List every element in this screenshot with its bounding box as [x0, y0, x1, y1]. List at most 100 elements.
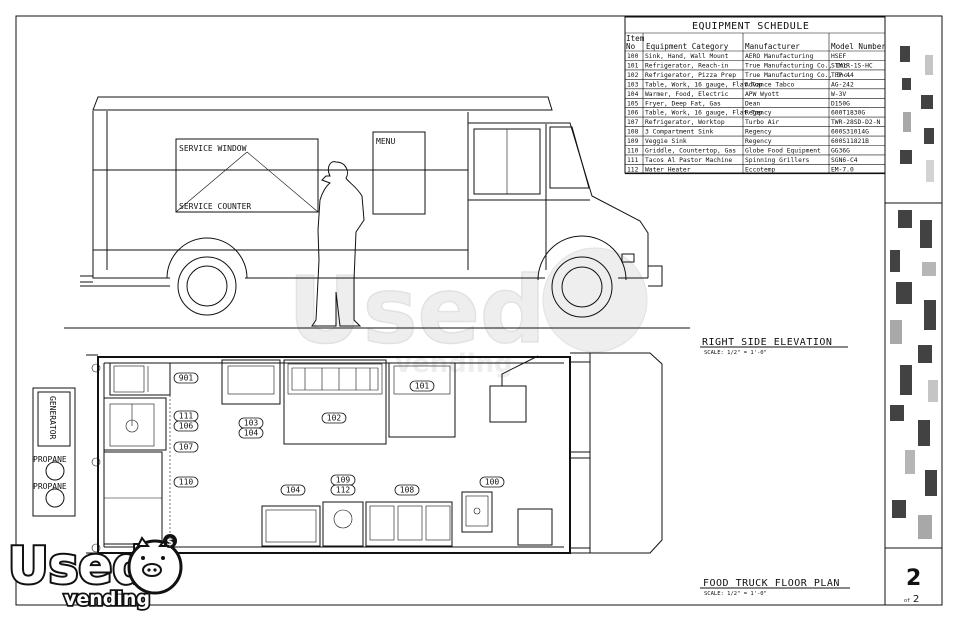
schedule-manufacturer: Regency	[745, 110, 772, 117]
used-vending-logo: Used vending $	[6, 534, 183, 612]
equipment-tag: 110	[179, 478, 194, 487]
propane-label-1: PROPANE	[33, 455, 67, 464]
schedule-item: 109	[627, 138, 639, 145]
propane-label-2: PROPANE	[33, 482, 67, 491]
header-model: Model Number	[831, 42, 886, 51]
schedule-manufacturer: Dean	[745, 100, 760, 107]
title-block: 2 of 2	[884, 16, 942, 605]
right-side-elevation: SERVICE WINDOW SERVICE COUNTER MENU RIGH…	[64, 96, 848, 356]
schedule-item: 106	[627, 110, 639, 117]
schedule-rows: 100 Sink, Hand, Wall Mount AERO Manufactur…	[625, 53, 885, 175]
schedule-manufacturer: True Manufacturing Co., Inc.	[745, 63, 851, 70]
schedule-category: Tacos Al Pastor Machine	[645, 157, 732, 164]
schedule-manufacturer: Globe Food Equipment	[745, 148, 821, 155]
schedule-model: 600S11821B	[831, 138, 869, 145]
schedule-category: Veggie Sink	[645, 138, 687, 145]
svg-text:$: $	[167, 537, 174, 548]
schedule-item: 110	[627, 148, 639, 155]
pig-icon: $	[127, 534, 183, 595]
corner-symbol-icon	[91, 363, 101, 373]
sheet-border	[15, 15, 943, 606]
floor-plan-title: FOOD TRUCK FLOOR PLAN	[703, 578, 840, 589]
schedule-model: HSEF	[831, 53, 846, 60]
schedule-item: 105	[627, 100, 639, 107]
equipment-schedule: EQUIPMENT SCHEDULE Item No Equipment Cat…	[624, 16, 886, 175]
watermark-pig-icon	[542, 247, 648, 353]
schedule-item: 101	[627, 63, 639, 70]
equipment-tag: 100	[485, 478, 500, 487]
equipment-tag: 106	[179, 422, 194, 431]
header-manufacturer: Manufacturer	[745, 42, 800, 51]
schedule-model: TWR-28SD-D2-N	[831, 119, 880, 126]
schedule-model: 600T1830G	[831, 110, 865, 117]
corner-symbol-icon	[91, 457, 101, 467]
schedule-category: Table, Work, 16 gauge, Flat Top	[645, 81, 763, 88]
equipment-tag: 109	[336, 476, 351, 485]
equipment-tag: 104	[286, 486, 301, 495]
schedule-manufacturer: AERO Manufacturing	[745, 53, 813, 60]
schedule-item: 103	[627, 81, 639, 88]
equipment-tag: 107	[179, 443, 194, 452]
equipment-tag: 901	[179, 374, 194, 383]
generator-label: GENERATOR	[48, 396, 57, 440]
equipment-tag-bubble	[479, 476, 505, 488]
schedule-item: 112	[627, 166, 639, 173]
logo-sub: vending	[64, 588, 150, 610]
sheet-of-label: of	[904, 598, 910, 604]
schedule-manufacturer: Advance Tabco	[745, 81, 794, 88]
equipment-tag: 111	[179, 412, 194, 421]
schedule-model: TPP-44	[831, 72, 854, 79]
person-figure	[311, 161, 365, 327]
equipment-tag-bubble	[330, 484, 356, 496]
propane-tank-2	[45, 488, 65, 508]
schedule-category: Fryer, Deep Fat, Gas	[645, 100, 721, 107]
food-truck-floor-plan: GENERATOR PROPANE PROPANE	[32, 352, 850, 597]
equipment-tag-bubble	[321, 412, 347, 424]
propane-tank-1	[45, 461, 65, 481]
schedule-category: Refrigerator, Pizza Prep	[645, 72, 736, 79]
schedule-title: EQUIPMENT SCHEDULE	[692, 21, 809, 32]
equipment-tag-bubble	[238, 427, 264, 439]
schedule-item: 111	[627, 157, 639, 164]
schedule-manufacturer: APW Wyott	[745, 91, 779, 98]
equipment-tag-bubble	[173, 420, 199, 432]
schedule-item: 102	[627, 72, 639, 79]
header-category: Equipment Category	[646, 42, 729, 51]
schedule-category: Warmer, Food, Electric	[645, 91, 729, 98]
elevation-scale: SCALE: 1/2" = 1'-0"	[704, 350, 767, 356]
schedule-manufacturer: Eccotemp	[745, 166, 776, 173]
watermark-sub: vending	[395, 349, 513, 379]
schedule-item: 108	[627, 129, 639, 136]
service-window-label: SERVICE WINDOW	[179, 144, 247, 153]
schedule-manufacturer: Regency	[745, 138, 772, 145]
schedule-model: EM-7.0	[831, 166, 854, 173]
schedule-item: 104	[627, 91, 639, 98]
schedule-model: D150G	[831, 100, 850, 107]
equipment-tag: 108	[400, 486, 415, 495]
equipment-tag: 103	[244, 419, 259, 428]
schedule-manufacturer: Turbo Air	[745, 119, 779, 126]
equipment-tag-bubble	[394, 484, 420, 496]
service-counter-label: SERVICE COUNTER	[179, 202, 251, 211]
equipment-tag-bubble	[173, 441, 199, 453]
corner-symbol-icon	[91, 543, 101, 553]
schedule-manufacturer: Spinning Grillers	[745, 157, 810, 164]
schedule-category: Table, Work, 16 gauge, Flat Top	[645, 110, 763, 117]
menu-label: MENU	[376, 137, 395, 146]
schedule-item: 107	[627, 119, 639, 126]
sheet-number: 2	[906, 566, 921, 591]
schedule-category: Sink, Hand, Wall Mount	[645, 53, 729, 60]
sheet-total: 2	[913, 594, 919, 605]
schedule-item: 100	[627, 53, 639, 60]
elevation-title: RIGHT SIDE ELEVATION	[702, 337, 832, 348]
equipment-tag-bubble	[409, 380, 435, 392]
equipment-tag: 101	[415, 382, 430, 391]
equipment-tag: 102	[327, 414, 342, 423]
schedule-manufacturer: Regency	[745, 129, 772, 136]
schedule-category: Refrigerator, Worktop	[645, 119, 725, 126]
menu-board	[372, 131, 426, 215]
schedule-category: Water Heater	[645, 166, 691, 173]
